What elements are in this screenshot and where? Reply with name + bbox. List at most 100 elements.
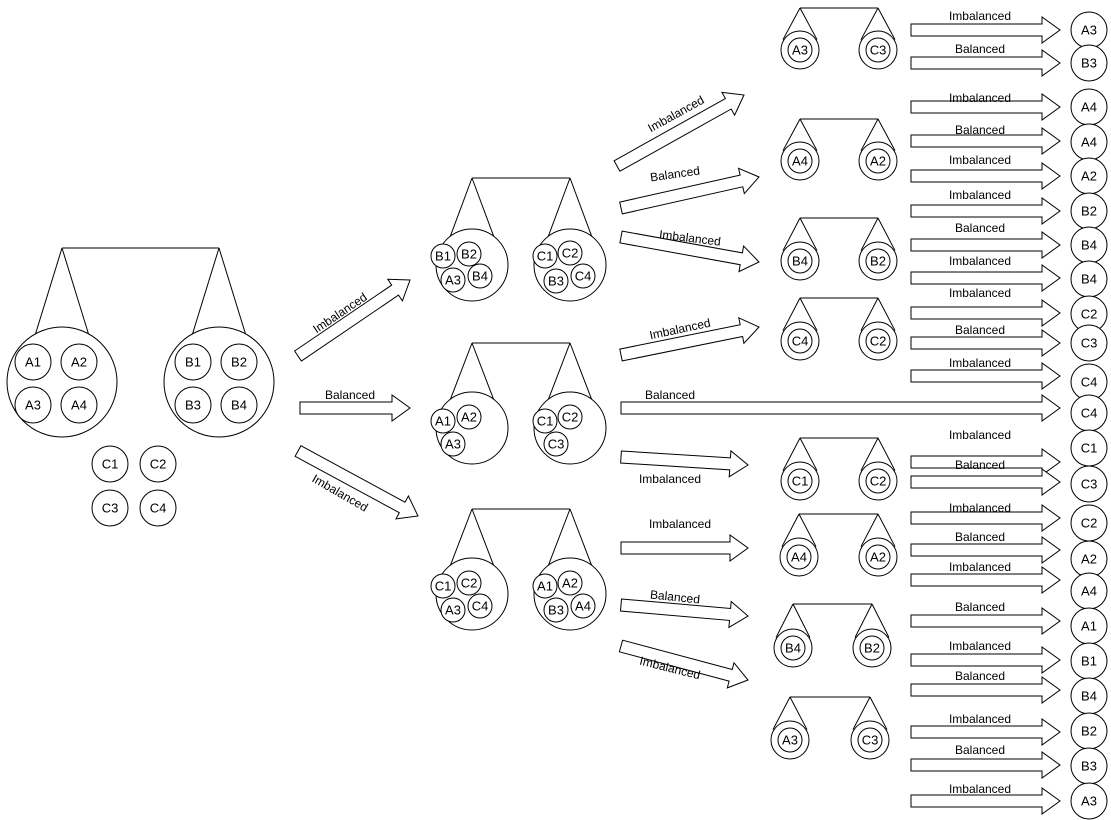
- ball: [865, 328, 891, 354]
- arrow: [613, 91, 745, 172]
- ball: [456, 241, 482, 267]
- ball-label: C2: [562, 246, 579, 261]
- arrow: [910, 162, 1061, 190]
- result-coin-label: B4: [1081, 272, 1097, 287]
- scale-string: [782, 217, 801, 251]
- outcome-label: Imbalanced: [949, 153, 1011, 167]
- ball-aside: [91, 489, 129, 527]
- outcome-label: Imbalanced: [949, 356, 1011, 370]
- result-coin-label: B1: [1081, 654, 1097, 669]
- ball-label: B3: [548, 603, 564, 618]
- outcome-label: Imbalanced: [949, 188, 1011, 202]
- ball-label: A3: [782, 733, 798, 748]
- ball-label: C1: [435, 579, 452, 594]
- result-coin-label: A4: [1081, 135, 1097, 150]
- ball: [456, 404, 482, 430]
- result-coin-label: A2: [1081, 169, 1097, 184]
- ball: [857, 727, 883, 753]
- outcome-label: Balanced: [325, 388, 375, 402]
- ball-label: A2: [461, 410, 477, 425]
- scale-string: [860, 513, 879, 547]
- scale-string: [544, 508, 571, 575]
- ball-label: B4: [785, 641, 801, 656]
- ball-label: B3: [185, 398, 201, 413]
- arrow: [910, 718, 1061, 746]
- outcome-label: Imbalanced: [949, 9, 1011, 23]
- scale-string: [877, 437, 896, 471]
- scale-string: [877, 7, 896, 40]
- arrow: [620, 394, 1061, 422]
- outcome-label: Imbalanced: [949, 712, 1011, 726]
- scale-string: [782, 7, 801, 40]
- ball: [865, 37, 891, 63]
- arrow: [910, 448, 1061, 476]
- ball-label: C2: [870, 334, 887, 349]
- arrow: [910, 362, 1061, 390]
- ball-label: B4: [472, 269, 488, 284]
- scale-string: [869, 696, 888, 730]
- scale-string: [569, 177, 596, 246]
- scale-string: [799, 297, 818, 331]
- arrow: [620, 534, 749, 562]
- outcome-label: Imbalanced: [649, 517, 711, 531]
- scale-string: [569, 508, 596, 575]
- outcome-label: Imbalanced: [639, 472, 701, 486]
- result-coin: [1070, 465, 1108, 503]
- ball: [174, 343, 212, 381]
- scale-string: [544, 177, 571, 246]
- result-coin: [1070, 324, 1108, 362]
- ball: [532, 408, 558, 434]
- ball-label: C1: [537, 249, 554, 264]
- ball: [543, 597, 569, 623]
- ball: [865, 468, 891, 494]
- arrow: [910, 504, 1061, 532]
- ball: [787, 468, 813, 494]
- result-coin-label: B4: [1081, 689, 1097, 704]
- ball: [780, 635, 806, 661]
- outcome-label: Balanced: [645, 388, 695, 402]
- ball: [787, 148, 813, 174]
- result-coin-label: B2: [1081, 204, 1097, 219]
- ball: [859, 635, 885, 661]
- ball-label: A2: [71, 355, 87, 370]
- ball: [532, 573, 558, 599]
- ball-label: A3: [25, 398, 41, 413]
- scale-string: [877, 513, 896, 547]
- outcome-label: Balanced: [649, 587, 700, 606]
- ball: [787, 37, 813, 63]
- ball: [14, 343, 52, 381]
- ball-label: A3: [445, 603, 461, 618]
- ball-label: A4: [575, 599, 591, 614]
- result-coin-label: A4: [1081, 584, 1097, 599]
- ball-label: B3: [548, 274, 564, 289]
- ball-label: A3: [792, 43, 808, 58]
- ball-label: C1: [792, 474, 809, 489]
- scale-string: [877, 297, 896, 331]
- outcome-label: Imbalanced: [949, 254, 1011, 268]
- result-coin-label: C3: [1081, 477, 1098, 492]
- ball: [557, 570, 583, 596]
- ball: [543, 431, 569, 457]
- outcome-label: Balanced: [955, 669, 1005, 683]
- outcome-label: Imbalanced: [949, 501, 1011, 515]
- arrow: [620, 449, 749, 478]
- scale-string: [775, 603, 794, 638]
- scale-string: [860, 217, 879, 251]
- ball-label: A3: [445, 273, 461, 288]
- ball: [865, 544, 891, 570]
- scale-string: [860, 118, 879, 151]
- scale-string: [799, 217, 818, 251]
- ball-aside-label: C2: [150, 457, 167, 472]
- scale-string: [877, 217, 896, 251]
- outcome-label: Balanced: [955, 221, 1005, 235]
- result-coin: [1070, 44, 1108, 82]
- ball: [787, 248, 813, 274]
- arrow: [619, 316, 760, 362]
- result-coin-label: C2: [1081, 516, 1098, 531]
- scale-string: [782, 118, 801, 151]
- outcome-label: Imbalanced: [949, 286, 1011, 300]
- arrow: [299, 394, 411, 422]
- scale-string: [772, 696, 791, 730]
- outcome-label: Imbalanced: [949, 782, 1011, 796]
- arrow: [910, 329, 1061, 357]
